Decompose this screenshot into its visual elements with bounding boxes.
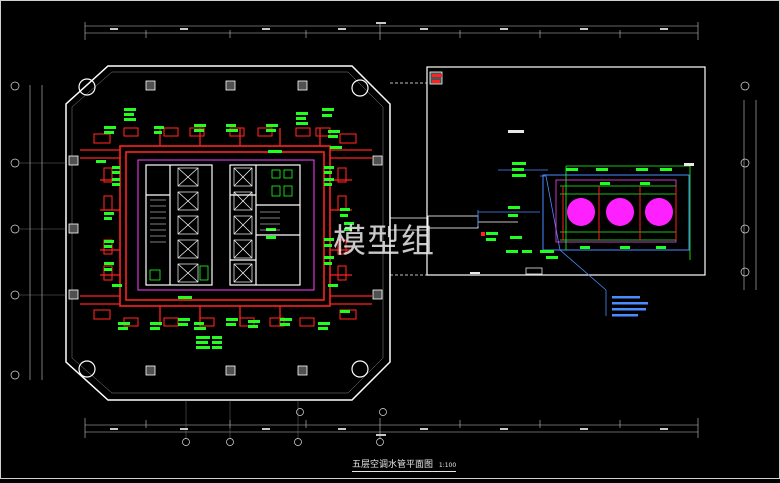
chiller-icon <box>567 198 673 226</box>
core-fixtures <box>149 169 293 281</box>
drawing-scale: 1:100 <box>438 462 457 469</box>
building-outline <box>65 65 391 401</box>
equipment-ring <box>137 159 315 291</box>
chiller-plant-frame <box>542 174 690 251</box>
drawing-title-text: 五层空调水管平面图 <box>352 460 434 470</box>
axis-grid <box>20 162 299 438</box>
supply-pipe-ring <box>119 145 331 307</box>
core-walls <box>145 164 301 286</box>
side-dimension-lines <box>29 85 757 380</box>
drawing-title: 五层空调水管平面图 1:100 <box>352 457 457 472</box>
pipe-size-labels <box>96 108 354 349</box>
red-equipment-tags <box>432 74 485 236</box>
top-dimension-lines <box>84 22 699 40</box>
column-icons <box>68 71 443 376</box>
chiller-pipe-supply <box>562 186 677 240</box>
right-wing-labels <box>486 162 672 259</box>
stair-icon <box>150 199 280 243</box>
chiller-piping <box>560 165 691 260</box>
equipment-markers <box>470 130 694 275</box>
axis-bubble-icon <box>10 81 750 380</box>
dimension-ticks <box>110 22 668 436</box>
corner-column-icons <box>78 78 369 378</box>
elevator-icon <box>177 167 253 283</box>
building-inner-outline <box>71 71 384 394</box>
spec-notes <box>612 296 648 317</box>
bottom-dimension-lines <box>84 418 699 438</box>
axis-bubble-bottom-icons <box>182 408 387 446</box>
